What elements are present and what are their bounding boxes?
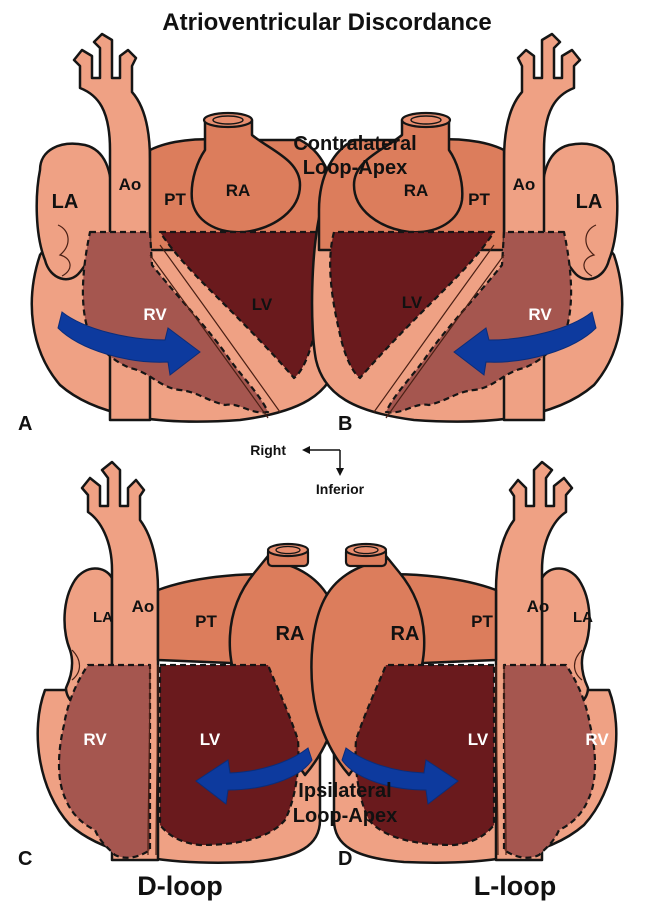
inferior-arrowhead-icon	[336, 468, 344, 476]
label-lv: LV	[200, 730, 221, 749]
right-arrowhead-icon	[302, 446, 310, 454]
orientation-right-label: Right	[250, 442, 286, 458]
label-ra: RA	[276, 623, 305, 645]
label-rv: RV	[143, 305, 167, 324]
panel-letter-d: D	[338, 848, 352, 870]
heart-c-illustration	[38, 462, 343, 863]
label-ao: Ao	[513, 175, 536, 194]
label-lv: LV	[402, 293, 423, 312]
label-ra: RA	[226, 181, 251, 200]
label-la: LA	[93, 609, 113, 626]
l-loop-caption: L-loop	[474, 871, 556, 901]
ipsilateral-note-line1: Ipsilateral	[298, 780, 391, 802]
label-ao: Ao	[527, 597, 550, 616]
label-la: LA	[573, 609, 593, 626]
label-ra: RA	[391, 623, 420, 645]
label-lv: LV	[468, 730, 489, 749]
panel-letter-b: B	[338, 413, 352, 435]
orientation-indicator: Right Inferior	[250, 442, 364, 497]
panel-a: LA Ao PT RA RV LV A	[18, 34, 342, 435]
heart-a-illustration	[32, 34, 342, 422]
label-ra: RA	[404, 181, 429, 200]
contralateral-note-line1: Contralateral	[293, 133, 416, 155]
label-rv: RV	[585, 730, 609, 749]
orientation-inferior-label: Inferior	[316, 481, 365, 497]
contralateral-note-line2: Loop-Apex	[303, 157, 407, 179]
panel-letter-a: A	[18, 413, 32, 435]
heart-d-illustration	[311, 462, 616, 863]
label-pt: PT	[164, 190, 186, 209]
panel-letter-c: C	[18, 848, 32, 870]
label-rv: RV	[528, 305, 552, 324]
d-loop-caption: D-loop	[137, 871, 222, 901]
label-lv: LV	[252, 295, 273, 314]
label-rv: RV	[83, 730, 107, 749]
label-la: LA	[576, 191, 603, 213]
panel-b: LA Ao PT RA RV LV B	[312, 34, 622, 435]
diagram-title: Atrioventricular Discordance	[162, 9, 491, 36]
label-ao: Ao	[132, 597, 155, 616]
label-ao: Ao	[119, 175, 142, 194]
label-pt: PT	[468, 190, 490, 209]
label-la: LA	[52, 191, 79, 213]
ipsilateral-note-line2: Loop-Apex	[293, 805, 397, 827]
heart-b-illustration	[312, 34, 622, 422]
label-pt: PT	[195, 612, 217, 631]
label-pt: PT	[471, 612, 493, 631]
